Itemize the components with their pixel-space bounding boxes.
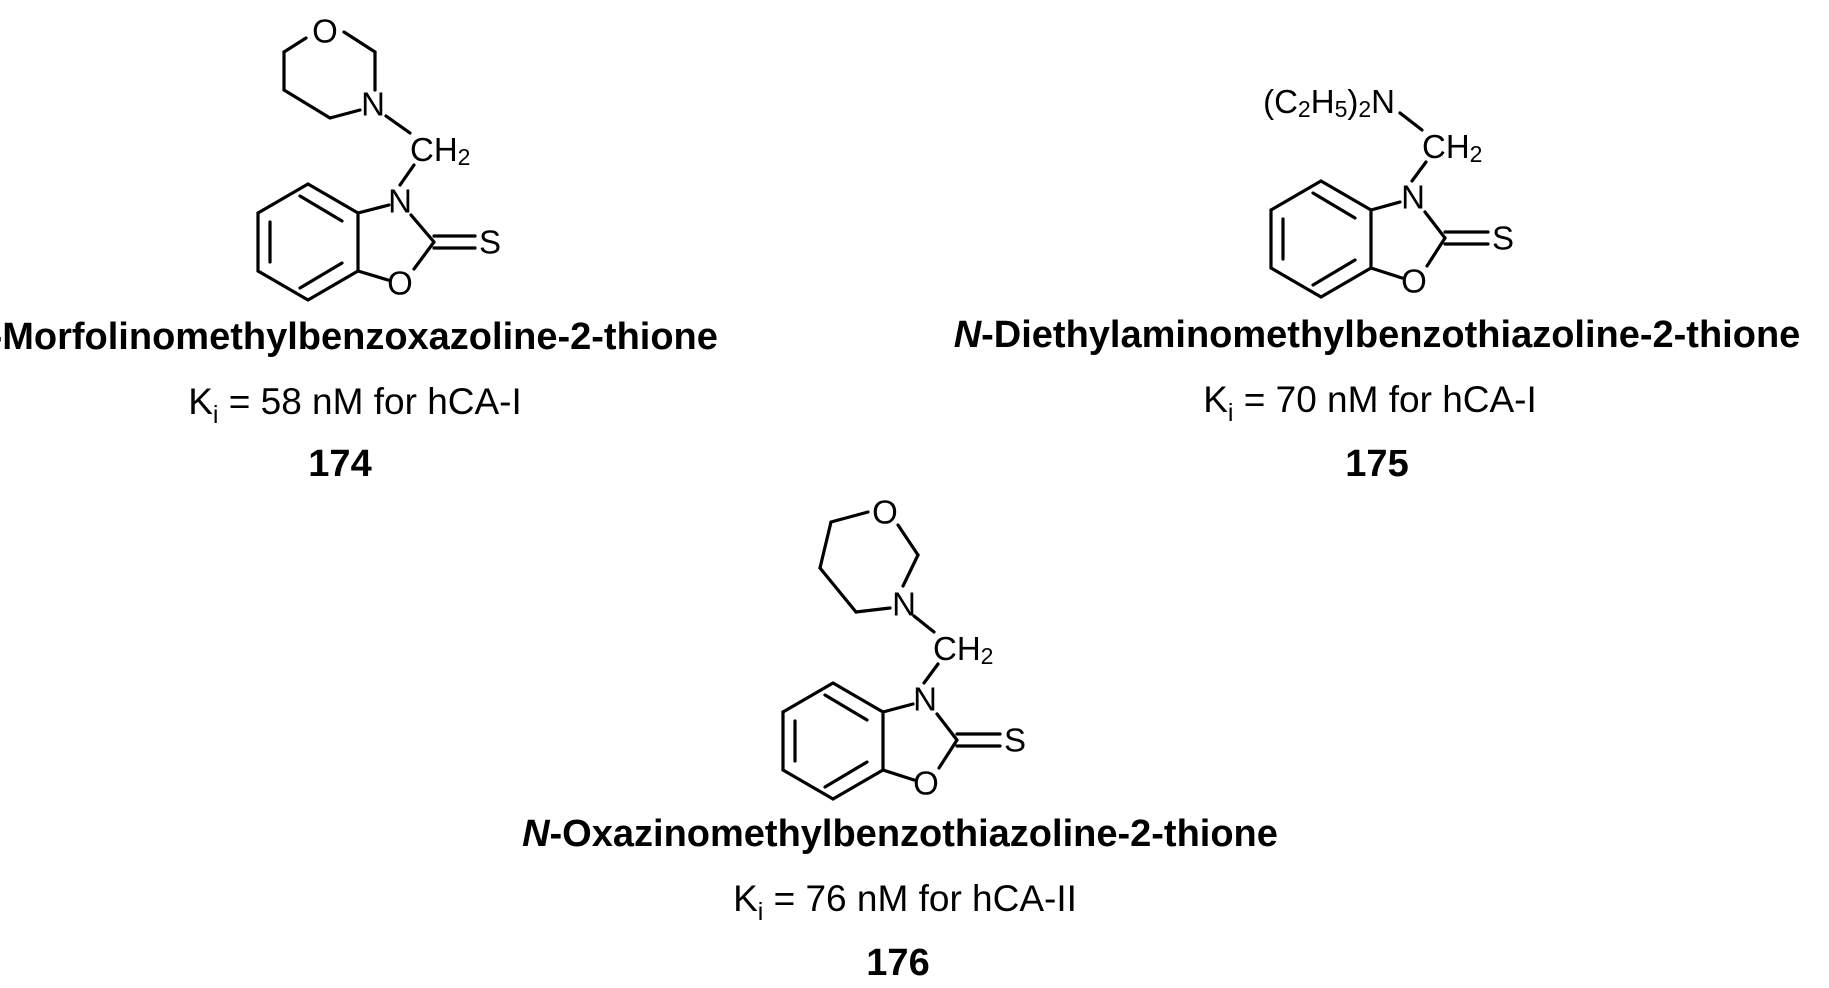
nitrogen-atom-label: N xyxy=(913,681,937,718)
nitrogen-atom-label: N xyxy=(388,183,412,220)
methylene-label: CH2 xyxy=(933,630,993,670)
compound-name-175: N-Diethylaminomethylbenzothiazoline-2-th… xyxy=(954,314,1801,356)
ki-value-175: Ki = 70 nM for hCA-I xyxy=(1203,379,1537,427)
structure-174: O N CH2 N S O xyxy=(256,13,501,302)
compound-number-174: 174 xyxy=(308,443,371,485)
nitrogen-atom-label: N xyxy=(361,86,385,123)
compound-name-174: N-Morfolinomethylbenzoxazoline-2-thione xyxy=(0,316,718,358)
compound-name-176: N-Oxazinomethylbenzothiazoline-2-thione xyxy=(522,813,1278,855)
atom-labels-174: O N CH2 N S O xyxy=(312,13,501,302)
diethylamino-label: (C2H5)2N xyxy=(1263,83,1395,123)
sulfur-atom-label: S xyxy=(1492,220,1514,257)
methylene-label: CH2 xyxy=(410,131,470,171)
structure-175: (C2H5)2N CH2 N S O xyxy=(1263,83,1514,300)
ki-value-176: Ki = 76 nM for hCA-II xyxy=(733,878,1077,926)
methylene-label: CH2 xyxy=(1422,128,1482,168)
sulfur-atom-label: S xyxy=(479,224,501,261)
nitrogen-atom-label: N xyxy=(1401,179,1425,216)
nitrogen-atom-label: N xyxy=(892,586,916,623)
compound-number-175: 175 xyxy=(1345,443,1408,485)
oxygen-atom-label: O xyxy=(387,265,413,302)
compound-176: O N CH2 N S O N-Oxazinomethylbenzothiazo… xyxy=(522,494,1278,985)
bonds-175 xyxy=(1269,111,1490,299)
atom-labels-175: (C2H5)2N CH2 N S O xyxy=(1263,83,1514,300)
bonds-176 xyxy=(781,510,1002,801)
oxygen-atom-label: O xyxy=(1401,263,1427,300)
atom-labels-176: O N CH2 N S O xyxy=(872,494,1026,802)
oxygen-atom-label: O xyxy=(872,494,898,531)
sulfur-atom-label: S xyxy=(1004,722,1026,759)
compound-175: (C2H5)2N CH2 N S O N-Diethylaminomethylb… xyxy=(954,83,1801,486)
oxygen-atom-label: O xyxy=(312,13,338,50)
bonds-174 xyxy=(256,30,477,302)
ki-value-174: Ki = 58 nM for hCA-I xyxy=(188,381,522,429)
compound-number-176: 176 xyxy=(866,942,929,984)
compound-174: O N CH2 N S O N-Morfolinomethylbenzoxazo… xyxy=(0,13,718,486)
structure-176: O N CH2 N S O xyxy=(781,494,1026,802)
oxygen-atom-label: O xyxy=(913,765,939,802)
